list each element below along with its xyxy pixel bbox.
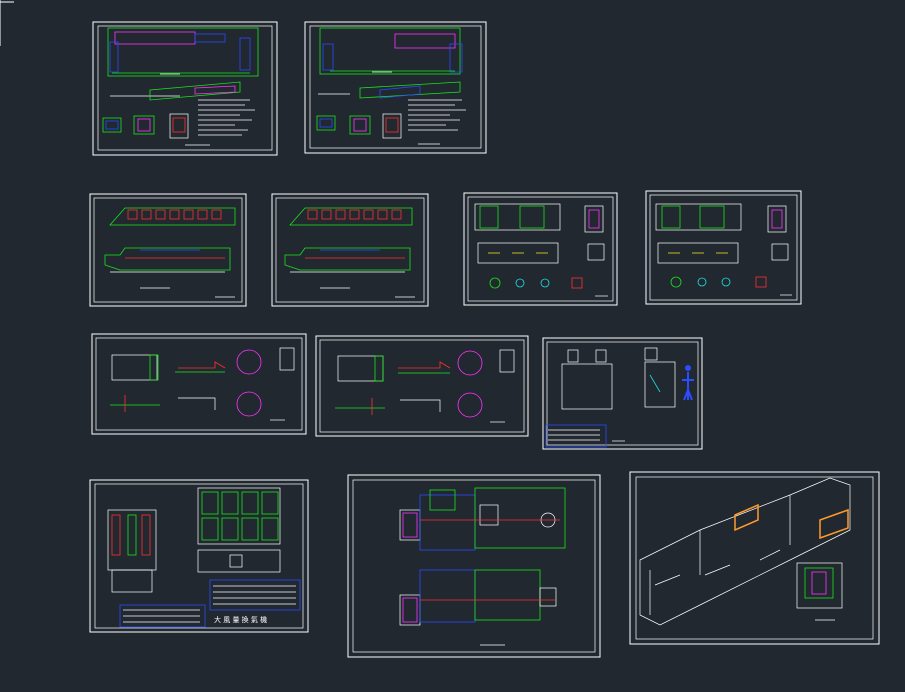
sheet-5[interactable] (463, 192, 618, 306)
sheet-2[interactable] (304, 21, 487, 154)
sheet-6[interactable] (645, 190, 802, 305)
sheet-10[interactable]: 大 風 量 換 氣 機 (89, 479, 309, 633)
sheet-11[interactable] (347, 474, 601, 658)
ucs-crosshair (0, 0, 14, 46)
sheet-3[interactable] (89, 193, 247, 307)
title-block-label: 大 風 量 換 氣 機 (214, 615, 267, 624)
sheet-7[interactable] (91, 333, 307, 435)
sheet-12[interactable] (629, 471, 880, 645)
sheet-4[interactable] (271, 193, 429, 307)
sheet-8[interactable] (315, 335, 529, 437)
sheet-1[interactable] (92, 21, 278, 156)
sheet-9[interactable] (542, 337, 703, 450)
